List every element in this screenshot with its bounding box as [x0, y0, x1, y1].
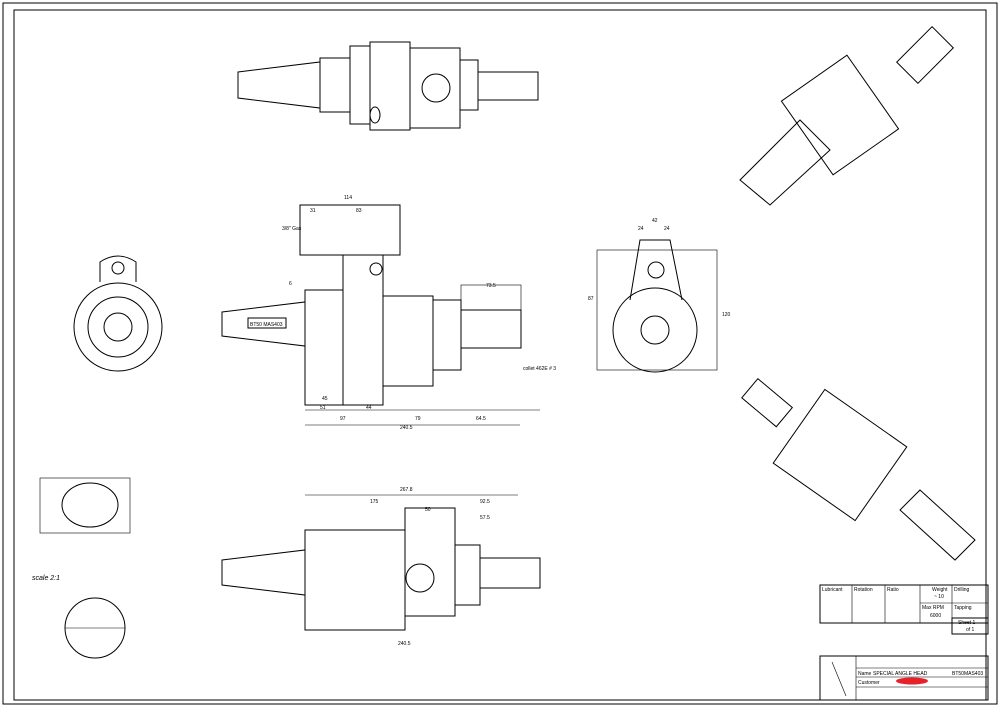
- svg-text:42: 42: [652, 218, 658, 224]
- max-rpm-label: Max RPM: [922, 605, 944, 611]
- svg-text:3/8" Gas: 3/8" Gas: [282, 226, 302, 232]
- svg-text:24: 24: [664, 226, 670, 232]
- svg-text:64.5: 64.5: [476, 416, 486, 422]
- svg-text:24: 24: [638, 226, 644, 232]
- tapping-label: Tapping: [954, 605, 972, 611]
- svg-text:51: 51: [320, 405, 326, 411]
- svg-text:267.8: 267.8: [400, 487, 413, 493]
- svg-text:31: 31: [310, 208, 316, 214]
- customer-label: Customer: [858, 680, 880, 686]
- rotation-label: Rotation: [854, 587, 873, 593]
- top-view: [237, 41, 539, 131]
- front-view: BT50 MAS403 114 31 83 3/8" Gas 6 73.5 45…: [221, 195, 556, 431]
- end-view-left: [73, 255, 163, 372]
- scale-note: scale 2:1: [32, 575, 60, 582]
- side-view: 42 24 24 87 120: [588, 218, 731, 373]
- svg-text:120: 120: [722, 312, 731, 318]
- svg-text:79: 79: [415, 416, 421, 422]
- title-block-info: Lubricant Rotation Ratio Weight ~ 10 Max…: [819, 584, 989, 635]
- svg-text:240.5: 240.5: [400, 425, 413, 431]
- bottom-view: 267.8 175 92.5 50 57.5 240.5: [221, 487, 541, 647]
- max-rpm-value: 6000: [930, 613, 941, 619]
- svg-text:6: 6: [289, 281, 292, 287]
- detail-views: scale 2:1: [32, 477, 131, 659]
- drawing-title: SPECIAL ANGLE HEAD: [873, 671, 928, 677]
- svg-text:57.5: 57.5: [480, 515, 490, 521]
- isometric-view-top: [739, 26, 954, 206]
- drilling-label: Drilling: [954, 587, 970, 593]
- weight-value: ~ 10: [934, 594, 944, 600]
- svg-text:83: 83: [356, 208, 362, 214]
- sheet-of: of 1: [966, 627, 975, 633]
- svg-text:73.5: 73.5: [486, 283, 496, 289]
- svg-text:175: 175: [370, 499, 379, 505]
- inner-border: [13, 9, 987, 701]
- isometric-view-bottom: [741, 377, 976, 561]
- lubricant-label: Lubricant: [822, 587, 843, 593]
- shank-label: BT50 MAS403: [250, 322, 283, 328]
- collet-note: collet 462E # 3: [523, 366, 556, 372]
- customer-redaction: [896, 677, 928, 685]
- svg-text:92.5: 92.5: [480, 499, 490, 505]
- weight-label: Weight: [932, 587, 948, 593]
- svg-text:97: 97: [340, 416, 346, 422]
- svg-text:50: 50: [425, 507, 431, 513]
- title-block-main: Name SPECIAL ANGLE HEAD BT50MAS403 Custo…: [819, 655, 989, 701]
- sheet-label: Sheet 1: [958, 620, 975, 626]
- svg-text:45: 45: [322, 396, 328, 402]
- svg-text:44: 44: [366, 405, 372, 411]
- svg-text:114: 114: [344, 195, 352, 201]
- ratio-label: Ratio: [887, 587, 899, 593]
- name-label: Name: [858, 671, 872, 677]
- svg-text:87: 87: [588, 296, 594, 302]
- drawing-code: BT50MAS403: [952, 671, 983, 677]
- svg-text:240.5: 240.5: [398, 641, 411, 647]
